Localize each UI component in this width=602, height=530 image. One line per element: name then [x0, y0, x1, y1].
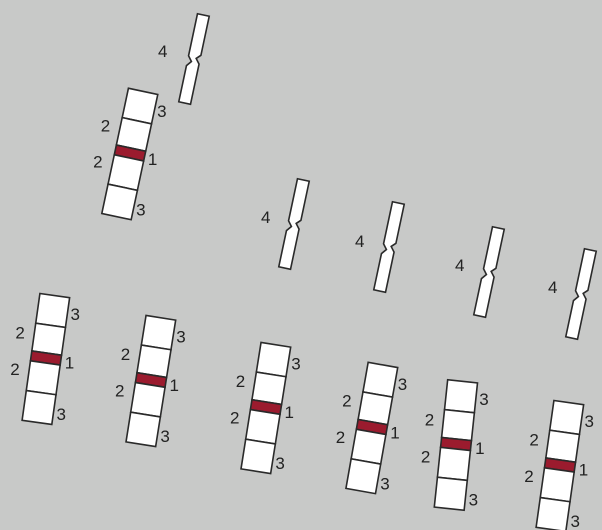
bar-segment — [246, 410, 280, 444]
strip-label: 4 — [455, 256, 464, 275]
strip-label: 4 — [261, 208, 270, 227]
bar-label: 3 — [585, 412, 594, 431]
bar-label: 3 — [479, 390, 488, 409]
bar-label: 1 — [579, 461, 588, 480]
bar-label: 2 — [336, 428, 345, 447]
bar-label: 3 — [571, 512, 580, 530]
strip-label: 4 — [158, 42, 167, 61]
bar-segment — [536, 498, 570, 530]
bar-segment — [141, 315, 175, 349]
bar-label: 1 — [475, 439, 484, 458]
bar-label: 1 — [65, 354, 74, 373]
bar-segment — [26, 361, 60, 395]
bar-segment — [546, 430, 580, 462]
bar-label: 3 — [275, 454, 284, 473]
bar-segment — [346, 459, 381, 494]
bar-label: 3 — [136, 201, 145, 220]
bar-label: 3 — [57, 405, 66, 424]
bar-segment — [22, 391, 56, 425]
bar-label: 2 — [121, 345, 130, 364]
bar-segment — [550, 401, 584, 435]
bar-label: 2 — [342, 392, 351, 411]
bar-label: 2 — [529, 431, 538, 450]
bar-label: 2 — [93, 153, 102, 172]
bar-segment — [363, 362, 398, 397]
bar-label: 3 — [160, 427, 169, 446]
bar-label: 1 — [148, 150, 157, 169]
bar-label: 3 — [380, 474, 389, 493]
bar-label: 2 — [101, 117, 110, 136]
bar-label: 3 — [469, 491, 478, 510]
bar-segment — [351, 429, 386, 464]
bar-segment — [256, 342, 290, 376]
bar-label: 2 — [15, 324, 24, 343]
bar-segment — [540, 468, 574, 502]
bar-label: 2 — [10, 360, 19, 379]
bar-label: 3 — [398, 375, 407, 394]
bar-label: 2 — [425, 411, 434, 430]
bar-segment — [241, 439, 275, 473]
bar-segment — [137, 345, 171, 377]
bar-segment — [434, 477, 467, 510]
bar-segment — [131, 383, 165, 417]
bar-label: 2 — [236, 372, 245, 391]
bar-label: 3 — [157, 102, 166, 121]
bar-segment — [437, 447, 470, 480]
bar-segment — [102, 184, 138, 220]
bar-label: 3 — [176, 328, 185, 347]
bar-segment — [445, 380, 478, 413]
bar-segment — [252, 372, 286, 404]
bar-label: 3 — [291, 355, 300, 374]
bar-label: 2 — [421, 447, 430, 466]
bar-label: 2 — [115, 382, 124, 401]
bar-label: 1 — [170, 376, 179, 395]
bar-segment — [442, 410, 475, 441]
bar-label: 3 — [71, 305, 80, 324]
bar-label: 1 — [285, 403, 294, 422]
bar-label: 1 — [390, 423, 399, 442]
strip-label: 4 — [548, 278, 557, 297]
bar-label: 2 — [230, 409, 239, 428]
bar-segment — [32, 323, 66, 355]
bar-segment — [36, 294, 70, 328]
bar-segment — [126, 412, 160, 446]
bar-label: 2 — [524, 467, 533, 486]
strip-label: 4 — [355, 232, 364, 251]
